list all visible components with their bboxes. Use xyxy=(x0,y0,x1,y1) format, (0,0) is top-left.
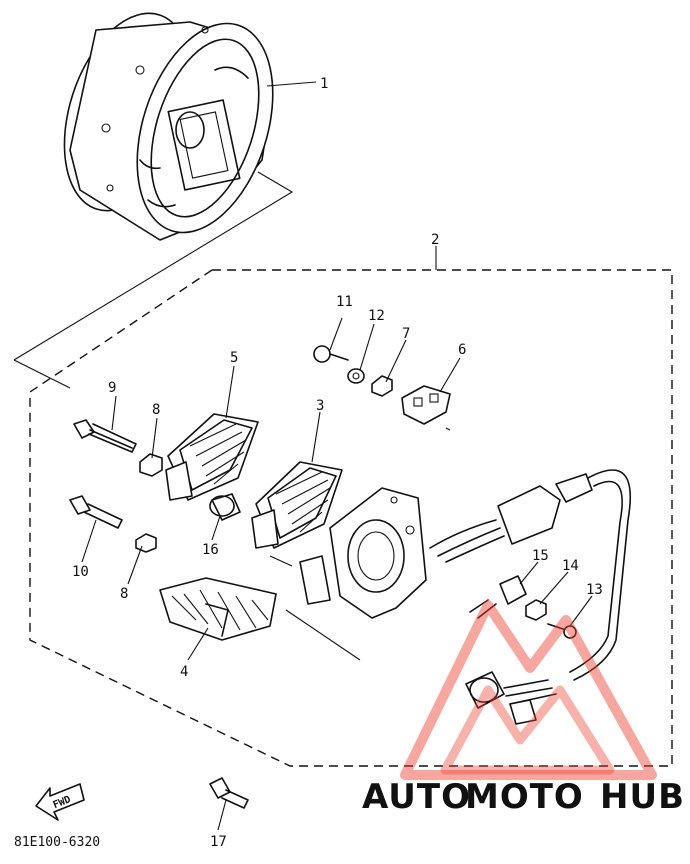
label-12: 12 xyxy=(368,308,385,324)
clamp-15 xyxy=(499,575,527,605)
label-17: 17 xyxy=(210,834,227,850)
screw-11 xyxy=(313,345,349,363)
watermark-moto: MOTO xyxy=(465,777,584,817)
label-4: 4 xyxy=(180,664,188,680)
washer-12 xyxy=(347,368,365,384)
screw-13 xyxy=(547,623,577,639)
drawing-code: 81E100-6320 xyxy=(14,835,100,850)
label-6: 6 xyxy=(458,342,466,358)
watermark-auto: AUTO xyxy=(362,777,471,817)
spacer-16 xyxy=(209,493,241,521)
label-9: 9 xyxy=(108,380,116,396)
part-labels: 1 2 3 4 5 6 7 8 8 9 10 11 12 13 14 15 16… xyxy=(72,76,603,850)
stator-assembly-outline xyxy=(29,269,673,767)
nut-8-lower xyxy=(135,533,157,553)
stator-base-plate xyxy=(299,487,427,619)
label-13: 13 xyxy=(586,582,603,598)
bolt-9 xyxy=(73,419,137,453)
label-11: 11 xyxy=(336,294,353,310)
connector-6 xyxy=(401,385,451,425)
coil-4 xyxy=(159,577,277,641)
bolt-10 xyxy=(69,495,123,529)
coil-3 xyxy=(251,461,343,549)
wire-harness xyxy=(429,469,632,725)
label-7: 7 xyxy=(402,326,410,342)
label-3: 3 xyxy=(316,398,324,414)
leader-lines xyxy=(81,317,593,831)
fwd-arrow-icon: FWD xyxy=(35,783,85,821)
label-15: 15 xyxy=(532,548,549,564)
label-14: 14 xyxy=(562,558,579,574)
watermark-hub: HUB xyxy=(600,777,685,817)
nut-14 xyxy=(525,599,547,621)
label-10: 10 xyxy=(72,564,89,580)
flywheel-rotor xyxy=(63,12,317,241)
label-5: 5 xyxy=(230,350,238,366)
label-1: 1 xyxy=(320,76,328,92)
nut-7 xyxy=(371,375,393,397)
label-2: 2 xyxy=(431,232,439,248)
bolt-17 xyxy=(209,777,249,809)
automotohub-watermark-logo: AUTO MOTO HUB xyxy=(362,600,685,817)
coil-5 xyxy=(165,413,259,501)
label-16: 16 xyxy=(202,542,219,558)
label-8-lower: 8 xyxy=(120,586,128,602)
nut-8-upper xyxy=(139,453,163,477)
label-8-upper: 8 xyxy=(152,402,160,418)
